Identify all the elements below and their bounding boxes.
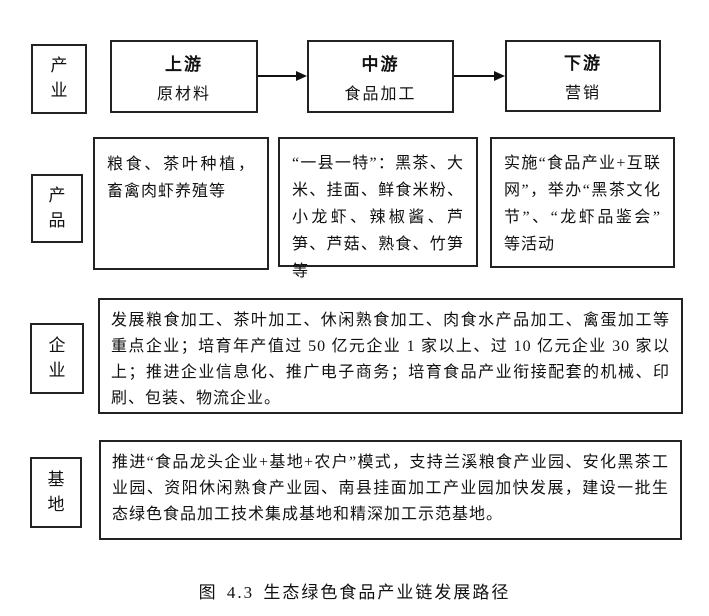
products-box-marketing-text: 实施“食品产业+互联网”，举办“黑茶文化节”、“龙虾品鉴会”等活动 [504, 155, 661, 253]
flow-box-midstream: 中游 食品加工 [307, 40, 454, 113]
products-box-specialty: “一县一特”：黑茶、大米、挂面、鲜食米粉、小龙虾、辣椒酱、芦笋、芦菇、熟食、竹笋… [278, 137, 478, 280]
arrow-shaft [258, 75, 299, 77]
midstream-subtitle: 食品加工 [344, 85, 417, 103]
row-label-industry: 产业 [31, 44, 87, 114]
row-label-enterprises-text: 企业 [48, 335, 66, 380]
midstream-title: 中游 [361, 54, 400, 74]
downstream-title: 下游 [564, 54, 602, 73]
figure-caption: 图 4.3 生态绿色食品产业链发展路径 [198, 583, 511, 602]
row-label-products: 产品 [31, 174, 83, 243]
arrow-head [494, 71, 505, 81]
flow-box-upstream: 上游 原材料 [110, 40, 258, 113]
bases-box-text: 推进“食品龙头企业+基地+农户”模式，支持兰溪粮食产业园、安化黑茶工业园、资阳休… [112, 454, 669, 523]
products-box-raw-text: 粮食、茶叶种植，畜禽肉虾养殖等 [107, 156, 255, 200]
enterprises-box: 发展粮食加工、茶叶加工、休闲熟食加工、肉食水产品加工、禽蛋加工等重点企业；培育年… [98, 298, 683, 414]
row-label-bases-text: 基地 [47, 469, 65, 514]
downstream-subtitle: 营销 [564, 85, 601, 102]
arrow-right-icon [258, 68, 307, 84]
row-label-bases: 基地 [30, 457, 82, 528]
products-box-raw: 粮食、茶叶种植，畜禽肉虾养殖等 [93, 137, 269, 270]
products-box-marketing: 实施“食品产业+互联网”，举办“黑茶文化节”、“龙虾品鉴会”等活动 [490, 137, 675, 268]
enterprises-box-text: 发展粮食加工、茶叶加工、休闲熟食加工、肉食水产品加工、禽蛋加工等重点企业；培育年… [111, 312, 670, 407]
flow-box-downstream: 下游 营销 [505, 40, 661, 112]
arrow-shaft [454, 75, 497, 77]
upstream-title: 上游 [165, 54, 203, 74]
arrow-head [296, 71, 307, 81]
row-label-enterprises: 企业 [30, 323, 84, 394]
products-box-specialty-text: “一县一特”：黑茶、大米、挂面、鲜食米粉、小龙虾、辣椒酱、芦笋、芦菇、熟食、竹笋… [292, 155, 464, 280]
row-label-industry-text: 产业 [50, 56, 68, 100]
bases-box: 推进“食品龙头企业+基地+农户”模式，支持兰溪粮食产业园、安化黑茶工业园、资阳休… [99, 440, 682, 540]
upstream-subtitle: 原材料 [156, 85, 211, 103]
arrow-right-icon [454, 68, 505, 84]
row-label-products-text: 产品 [48, 185, 66, 230]
